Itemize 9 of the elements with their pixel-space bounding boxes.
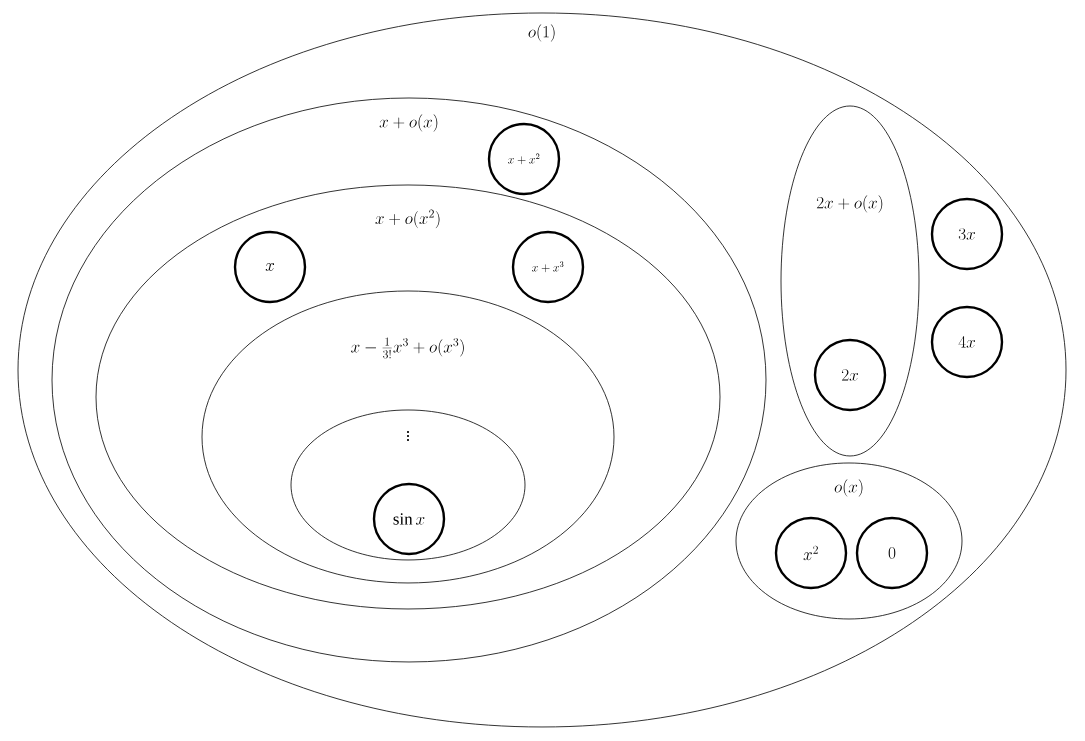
circle-node: $x+x^{2}$	[487, 122, 561, 196]
circle-node: $4x$	[930, 305, 1004, 379]
circle-node: $0$	[855, 516, 929, 590]
circle-node: $x$	[233, 230, 307, 304]
circle-node: $3x$	[930, 197, 1004, 271]
circle-node: $x+x^{3}$	[511, 230, 585, 304]
circle-node: $2x$	[813, 338, 887, 412]
circle-node: $\sin x$	[372, 482, 446, 556]
circle-node: $x^{2}$	[774, 516, 848, 590]
